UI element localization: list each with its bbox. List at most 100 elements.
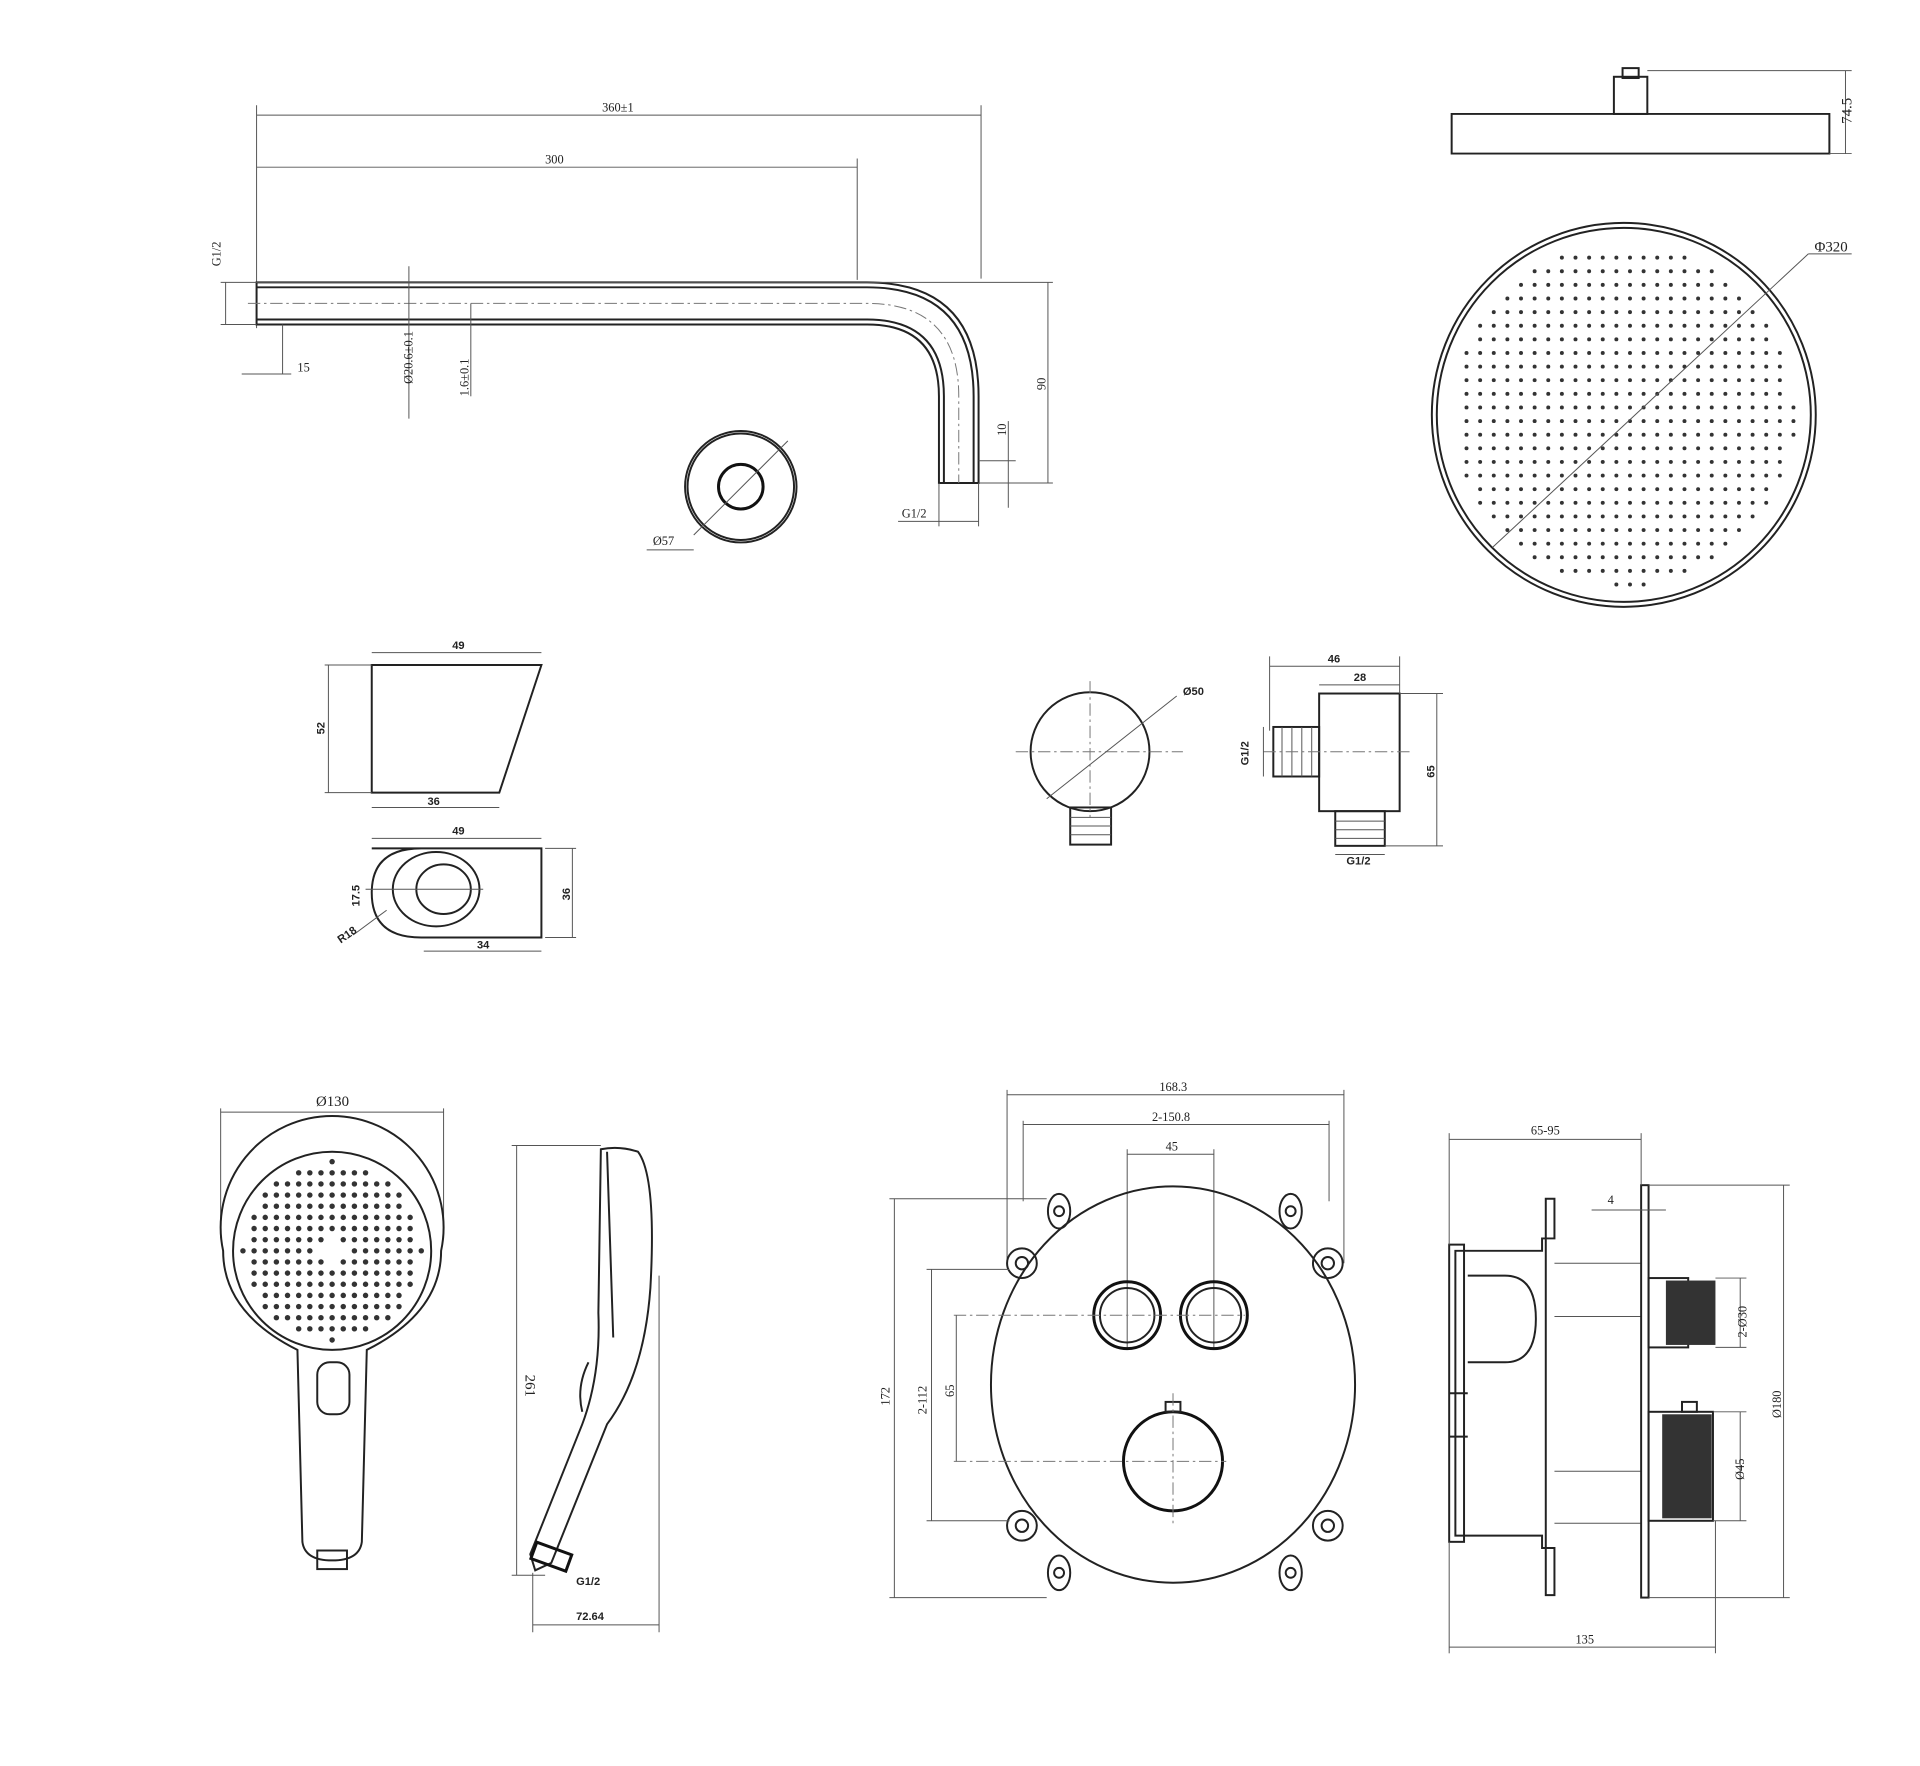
nozzle-dot bbox=[1478, 432, 1483, 437]
nozzle-dot bbox=[1546, 282, 1551, 287]
nozzle-dot bbox=[1777, 432, 1782, 437]
holder-depth-label: 36 bbox=[561, 888, 573, 900]
nozzle-dot bbox=[1668, 419, 1673, 424]
nozzle-dot bbox=[1723, 487, 1728, 492]
nozzle-dot bbox=[351, 1192, 358, 1198]
nozzle-dot bbox=[1573, 541, 1578, 546]
nozzle-dot bbox=[1532, 364, 1537, 369]
nozzle-dot bbox=[251, 1259, 257, 1265]
nozzle-dot bbox=[1491, 323, 1496, 328]
nozzle-dot bbox=[318, 1314, 324, 1321]
nozzle-dot bbox=[1614, 296, 1619, 301]
nozzle-dot bbox=[1668, 391, 1673, 396]
nozzle-dot bbox=[1723, 419, 1728, 424]
nozzle-dot bbox=[1655, 269, 1660, 274]
nozzle-dot bbox=[1641, 296, 1646, 301]
nozzle-dot bbox=[1546, 446, 1551, 451]
nozzle-dot bbox=[329, 1337, 335, 1343]
nozzle-dot bbox=[1668, 528, 1673, 533]
nozzle-dot bbox=[1764, 446, 1769, 451]
nozzle-dot bbox=[1600, 487, 1605, 492]
nozzle-dot bbox=[1546, 269, 1551, 274]
nozzle-dot bbox=[1519, 405, 1523, 410]
nozzle-dot bbox=[351, 1214, 358, 1221]
valve-side-plate bbox=[1640, 1184, 1650, 1599]
nozzle-dot bbox=[1532, 282, 1537, 287]
nozzle-dot bbox=[1696, 500, 1701, 505]
nozzle-dot bbox=[329, 1270, 335, 1276]
nozzle-dot bbox=[1491, 473, 1496, 478]
nozzle-dot bbox=[1532, 446, 1537, 451]
nozzle-dot bbox=[385, 1192, 391, 1198]
nozzle-dot bbox=[1696, 487, 1701, 492]
nozzle-dot bbox=[1559, 255, 1564, 260]
nozzle-dot bbox=[329, 1203, 335, 1209]
nozzle-dot bbox=[1600, 323, 1605, 328]
nozzle-dot bbox=[1723, 378, 1728, 383]
nozzle-dot bbox=[1668, 337, 1673, 342]
hand-shower-diameter-label: Ø130 bbox=[316, 1094, 349, 1110]
nozzle-dot bbox=[1628, 473, 1632, 478]
nozzle-dot bbox=[307, 1303, 313, 1310]
valve-button-spacing-label: 45 bbox=[1166, 1140, 1178, 1154]
nozzle-dot bbox=[295, 1259, 302, 1265]
nozzle-dot bbox=[1559, 446, 1564, 451]
nozzle-dot bbox=[1519, 432, 1523, 437]
hand-shower-nozzles bbox=[240, 1158, 425, 1343]
nozzle-dot bbox=[385, 1248, 391, 1254]
nozzle-dot bbox=[1696, 405, 1701, 410]
nozzle-dot bbox=[1723, 473, 1728, 478]
nozzle-dot bbox=[362, 1192, 369, 1198]
nozzle-dot bbox=[284, 1214, 291, 1221]
nozzle-dot bbox=[1546, 473, 1551, 478]
nozzle-dot bbox=[1464, 405, 1469, 410]
nozzle-dot bbox=[407, 1236, 413, 1243]
nozzle-dot bbox=[1736, 432, 1741, 437]
nozzle-dot bbox=[307, 1236, 313, 1243]
nozzle-dot bbox=[307, 1259, 313, 1265]
nozzle-dot bbox=[407, 1259, 413, 1265]
nozzle-dot bbox=[1628, 282, 1632, 287]
nozzle-dot bbox=[1546, 337, 1551, 342]
nozzle-dot bbox=[1736, 528, 1741, 533]
nozzle-dot bbox=[1491, 391, 1496, 396]
nozzle-dot bbox=[1696, 296, 1701, 301]
nozzle-dot bbox=[1709, 269, 1714, 274]
nozzle-dot bbox=[1764, 337, 1769, 342]
nozzle-dot bbox=[1559, 364, 1564, 369]
nozzle-dot bbox=[1614, 405, 1619, 410]
nozzle-dot bbox=[373, 1203, 380, 1209]
nozzle-dot bbox=[1559, 500, 1564, 505]
nozzle-dot bbox=[1573, 296, 1578, 301]
wall-outlet-drawing: Ø50 46 28 65 G1/2 G1/2 bbox=[1015, 654, 1443, 867]
nozzle-dot bbox=[1478, 487, 1483, 492]
nozzle-dot bbox=[1573, 378, 1578, 383]
nozzle-dot bbox=[362, 1314, 369, 1321]
nozzle-dot bbox=[284, 1248, 291, 1254]
nozzle-dot bbox=[295, 1270, 302, 1276]
nozzle-dot bbox=[1709, 500, 1714, 505]
nozzle-dot bbox=[1764, 350, 1769, 355]
nozzle-dot bbox=[1628, 405, 1632, 410]
nozzle-dot bbox=[1559, 432, 1564, 437]
nozzle-dot bbox=[385, 1181, 391, 1187]
nozzle-dot bbox=[362, 1292, 369, 1299]
nozzle-dot bbox=[1573, 405, 1578, 410]
nozzle-dot bbox=[407, 1281, 413, 1287]
nozzle-dot bbox=[1546, 432, 1551, 437]
nozzle-dot bbox=[1519, 459, 1523, 464]
nozzle-dot bbox=[1587, 323, 1592, 328]
nozzle-dot bbox=[262, 1281, 268, 1287]
nozzle-dot bbox=[1600, 364, 1605, 369]
nozzle-dot bbox=[1696, 364, 1701, 369]
nozzle-dot bbox=[1655, 541, 1660, 546]
valve-knob-diameter-label: Ø45 bbox=[1733, 1459, 1747, 1480]
nozzle-dot bbox=[1682, 310, 1687, 315]
nozzle-dot bbox=[362, 1225, 369, 1232]
nozzle-dot bbox=[1600, 555, 1605, 560]
nozzle-dot bbox=[1736, 323, 1741, 328]
nozzle-dot bbox=[1655, 337, 1660, 342]
nozzle-dot bbox=[1696, 514, 1701, 519]
nozzle-dot bbox=[318, 1281, 324, 1287]
nozzle-dot bbox=[251, 1214, 257, 1221]
